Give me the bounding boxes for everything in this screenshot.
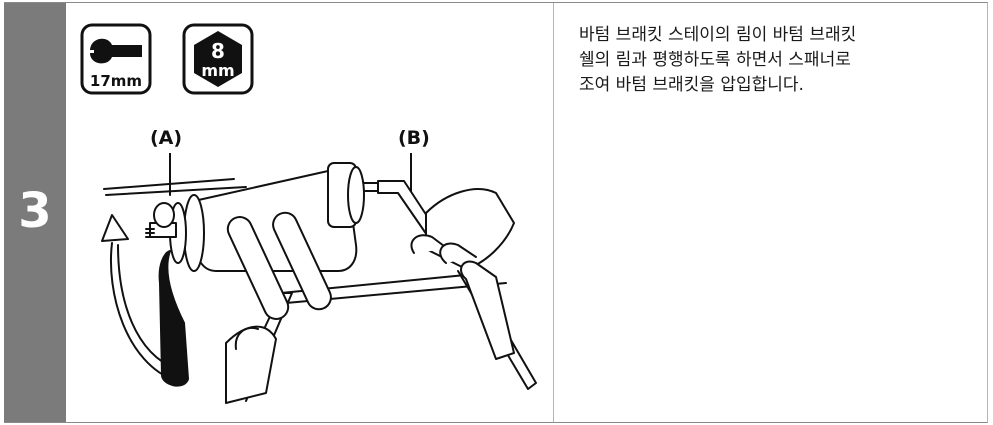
wrench-size-label: 17mm <box>90 72 142 90</box>
step-number-bar: 3 <box>4 3 66 422</box>
hex-key-icon: 8 mm <box>182 23 254 95</box>
instruction-text: 바텀 브래킷 스테이의 림이 바텀 브래킷 쉘의 림과 평행하도록 하면서 스패… <box>579 23 979 98</box>
hex-size-number: 8 <box>211 39 225 63</box>
step-row: 3 17mm 8 mm (A) (B) <box>4 2 988 423</box>
instruction-line-3: 조여 바텀 브래킷을 압입합니다. <box>579 75 804 95</box>
hex-size-unit: mm <box>201 61 234 80</box>
instruction-line-1: 바텀 브래킷 스테이의 림이 바텀 브래킷 <box>579 25 857 45</box>
instruction-line-2: 쉘의 림과 평행하도록 하면서 스패너로 <box>579 50 851 70</box>
wrench-icon: 17mm <box>80 23 152 95</box>
callout-a-label: (A) <box>150 127 183 149</box>
instruction-cell: 바텀 브래킷 스테이의 림이 바텀 브래킷 쉘의 림과 평행하도록 하면서 스패… <box>555 3 985 422</box>
bottom-bracket-press-illustration <box>101 153 537 404</box>
step-number: 3 <box>18 183 52 239</box>
illustration-cell: 17mm 8 mm (A) (B) <box>66 3 554 422</box>
callout-b-label: (B) <box>398 127 430 149</box>
